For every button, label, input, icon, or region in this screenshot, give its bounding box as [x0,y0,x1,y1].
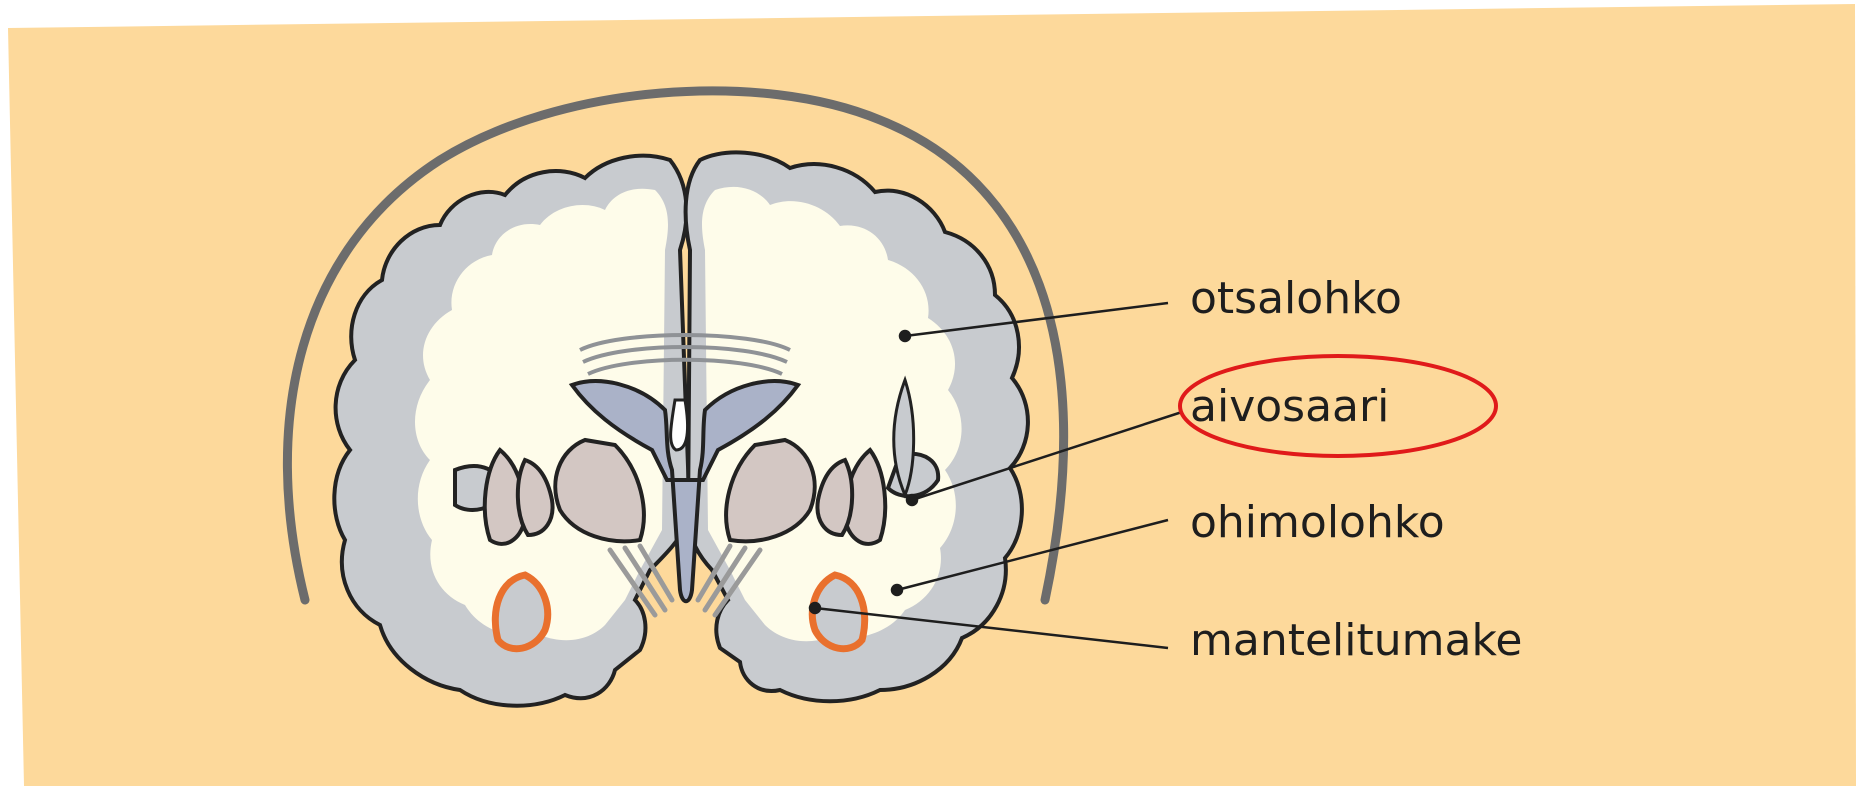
leader-dot-temporal [892,585,902,595]
label-insula: aivosaari [1190,381,1389,432]
label-temporal-lobe: ohimolohko [1190,497,1445,548]
label-frontal-lobe: otsalohko [1190,273,1402,324]
leader-dot-frontal [900,331,910,341]
label-amygdala: mantelitumake [1190,615,1522,666]
septum-notch [671,400,688,450]
left-amygdala [495,575,547,649]
leader-dot-amygdala [810,603,820,613]
leader-dot-insula [907,495,917,505]
